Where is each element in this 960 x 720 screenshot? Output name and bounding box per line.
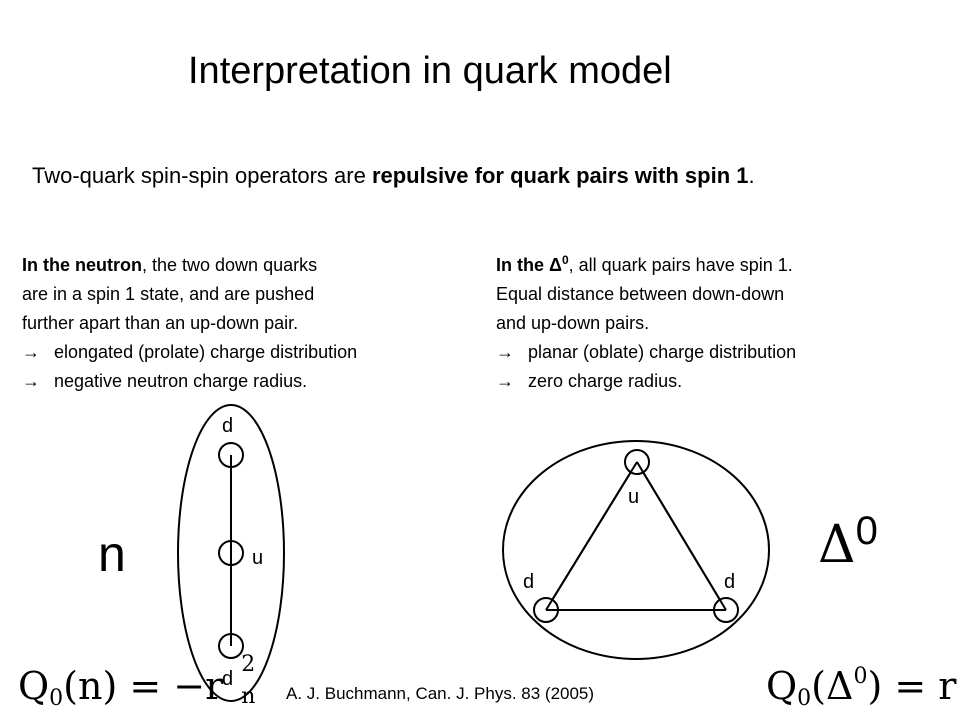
formula-left-q: Q (18, 664, 50, 708)
formula-left-eq: = −r (117, 664, 224, 708)
neutron-line-4: → elongated (prolate) charge distribution (22, 338, 357, 367)
delta-diagram: u d d (502, 440, 770, 660)
intro-suffix: . (748, 163, 755, 188)
neutron-ellipse (177, 404, 285, 702)
delta-line-4-text: planar (oblate) charge distribution (528, 342, 797, 362)
arrow-icon: → (496, 342, 514, 362)
intro-text: Two-quark spin-spin operators are repuls… (32, 163, 755, 189)
formula-right-q: Q (766, 664, 798, 708)
arrow-icon: → (22, 371, 40, 391)
delta-symbol-sup: 0 (855, 509, 878, 553)
neutron-line-5-text: negative neutron charge radius. (54, 371, 308, 391)
delta-line-1: In the Δ0, all quark pairs have spin 1. (496, 251, 796, 280)
neutron-paragraph: In the neutron, the two down quarks are … (22, 251, 357, 396)
delta-line-4: → planar (oblate) charge distribution (496, 338, 796, 367)
delta-label-left: d (523, 571, 534, 593)
formula-right-sub: 0 (797, 686, 812, 711)
arrow-icon: → (496, 371, 514, 391)
formula-right-close: ) (867, 664, 883, 708)
neutron-line-1-rest: , the two down quarks (142, 255, 318, 275)
delta-line-1-symbol: Δ (549, 255, 562, 275)
intro-prefix: Two-quark spin-spin operators are (32, 163, 372, 188)
delta-symbol-glyph: Δ (818, 515, 856, 575)
delta-line-3: and up-down pairs. (496, 313, 650, 333)
delta-symbol: Δ0 (818, 509, 878, 575)
delta-label-top: u (628, 486, 639, 508)
neutron-line-5: → negative neutron charge radius. (22, 367, 357, 396)
formula-neutron: Q0(n) = −r​2n (18, 652, 255, 711)
neutron-label-top: d (222, 415, 233, 437)
formula-right-symbol: Δ (825, 664, 854, 708)
neutron-line-1: In the neutron, the two down quarks (22, 251, 357, 280)
delta-paragraph: In the Δ0, all quark pairs have spin 1. … (496, 251, 796, 396)
neutron-label-bottom: d (222, 668, 233, 690)
arrow-icon: → (22, 342, 40, 362)
delta-edge-right (636, 461, 727, 611)
formula-left-arg: (n) (63, 664, 118, 708)
formula-left-sub: 0 (49, 686, 64, 711)
delta-line-1-bold: In the (496, 255, 549, 275)
delta-label-right: d (724, 571, 735, 593)
neutron-label-mid: u (252, 547, 263, 569)
neutron-line-1-bold: In the neutron (22, 255, 142, 275)
neutron-line-2: are in a spin 1 state, and are pushed (22, 284, 315, 304)
formula-right-arg-sup: 0 (853, 664, 868, 689)
citation: A. J. Buchmann, Can. J. Phys. 83 (2005) (286, 684, 595, 703)
neutron-diagram: d u d (177, 404, 285, 702)
formula-delta: Q0(Δ0) = r​2n (766, 664, 956, 711)
formula-right-open: ( (811, 664, 826, 708)
delta-line-5-text: zero charge radius. (528, 371, 683, 391)
neutron-symbol: n (98, 526, 126, 582)
delta-line-1-rest: , all quark pairs have spin 1. (568, 255, 793, 275)
delta-ellipse (502, 440, 770, 660)
neutron-line-4-text: elongated (prolate) charge distribution (54, 342, 358, 362)
delta-edge-left (545, 461, 638, 611)
neutron-line-3: further apart than an up-down pair. (22, 313, 299, 333)
formula-left-subn: n (241, 684, 256, 709)
intro-bold: repulsive for quark pairs with spin 1 (371, 163, 749, 188)
slide-title: Interpretation in quark model (188, 50, 672, 92)
formula-right-eq: = r (882, 664, 957, 708)
delta-line-2: Equal distance between down-down (496, 284, 785, 304)
delta-line-1-sup: 0 (561, 253, 569, 267)
delta-triangle (544, 460, 728, 611)
delta-line-5: → zero charge radius. (496, 367, 796, 396)
formula-left-sup: 2 (241, 652, 256, 677)
